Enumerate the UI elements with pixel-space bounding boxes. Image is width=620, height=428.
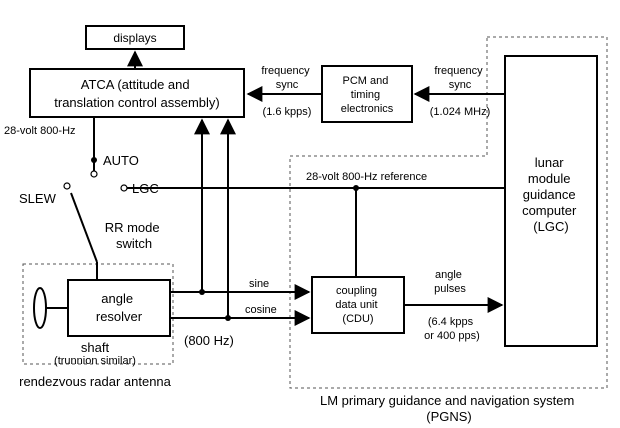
freq-sync-left-label: frequency sync	[261, 65, 312, 91]
volt-left-label: 28-volt 800-Hz	[4, 125, 76, 137]
atca-label: ATCA (attitude and translation control a…	[54, 77, 219, 110]
cosine-label: cosine	[245, 304, 277, 316]
hz800-label: (800 Hz)	[184, 333, 234, 348]
pcm-label: PCM and timing electronics	[341, 75, 394, 115]
auto-label: AUTO	[103, 153, 139, 168]
lgc-box	[504, 55, 598, 347]
switch-blade	[70, 192, 98, 263]
antenna-dish	[33, 287, 47, 329]
atca-box	[29, 68, 245, 118]
angle-pulses-label: angle pulses	[434, 269, 466, 295]
cdu-label: coupling data unit (CDU)	[335, 285, 380, 325]
kpps-label: (1.6 kpps)	[263, 106, 312, 118]
pgns-boundary	[289, 36, 608, 389]
resolver-box	[67, 279, 171, 337]
sine-label: sine	[249, 278, 269, 290]
lgc-contact	[120, 184, 128, 192]
antenna-label: rendezvous radar antenna	[19, 374, 172, 389]
cdu-box	[311, 276, 405, 334]
trunnion-label: (trunnion similar)	[54, 355, 136, 367]
displays-box	[85, 25, 185, 50]
displays-label: displays	[113, 31, 156, 45]
mhz-label: (1.024 MHz)	[430, 106, 491, 118]
rates-label: (6.4 kpps or 400 pps)	[424, 316, 480, 342]
slew-label: SLEW	[19, 191, 57, 206]
shaft-label: shaft	[81, 340, 110, 355]
pgns-label: LM primary guidance and navigation syste…	[320, 393, 578, 424]
freq-sync-right-label: frequency sync	[434, 65, 485, 91]
reference-label: 28-volt 800-Hz reference	[306, 171, 427, 183]
auto-contact	[90, 170, 98, 178]
rr-mode-label: RR mode switch	[105, 220, 164, 251]
lgc-label: lunar module guidance computer (LGC)	[522, 155, 580, 234]
pcm-box	[321, 65, 413, 123]
slew-contact	[63, 182, 71, 190]
resolver-label: angle resolver	[96, 291, 143, 324]
